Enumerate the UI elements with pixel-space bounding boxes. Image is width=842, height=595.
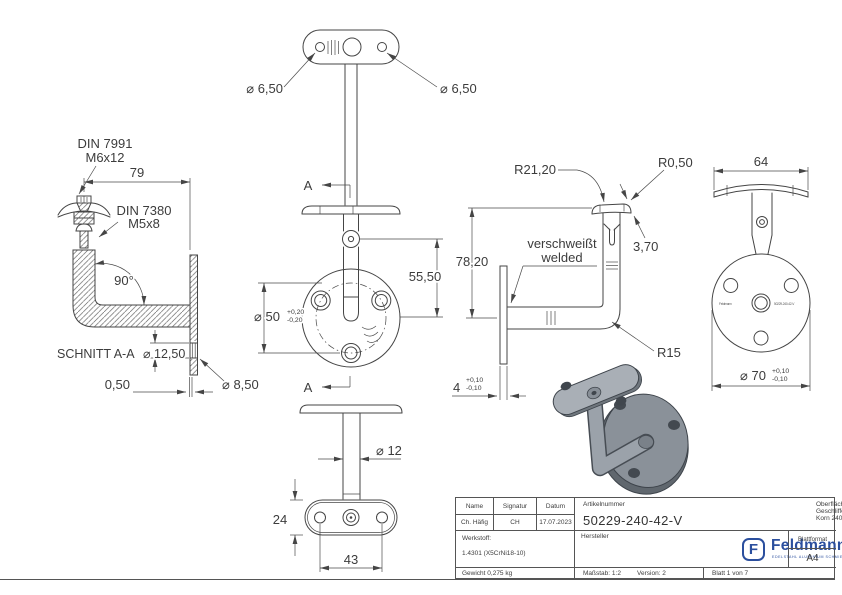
artikelnummer-value: 50229-240-42-V bbox=[583, 513, 683, 528]
feldmann-logo-tagline: EDELSTAHL ALUMINIUM SCHMIEDEEISEN bbox=[772, 555, 842, 559]
dim-plate-dia-tol-minus: -0,10 bbox=[772, 376, 788, 383]
wall-plate-front bbox=[301, 268, 401, 368]
blattformat-cell: Blattformat A4 bbox=[789, 531, 836, 568]
dim-edge-radius: R0,50 bbox=[658, 155, 693, 170]
werkstoff-label: Werkstoff: bbox=[462, 535, 492, 542]
value-signatur: CH bbox=[494, 515, 537, 531]
section-mark-top: A bbox=[304, 178, 313, 193]
dim-post-dia: ⌀ 12 bbox=[376, 443, 402, 458]
plate-holes-rear bbox=[723, 278, 799, 346]
screw-top-standard: DIN 7991 bbox=[78, 136, 133, 151]
blattformat-label: Blattformat bbox=[789, 531, 836, 549]
dim-hole-left: ⌀ 6,50 bbox=[246, 81, 283, 96]
werkstoff-value: 1.4301 (X5CrNi18-10) bbox=[462, 550, 526, 557]
dim-plate-dia: ⌀ 70 bbox=[740, 368, 766, 383]
dim-bend-radius: R15 bbox=[657, 345, 681, 360]
pivot-slot bbox=[609, 228, 615, 246]
wall-plate-side bbox=[499, 265, 508, 365]
rear-view: 64 Feldmann 50229-240-42-V ⌀ 70 +0,10 -0… bbox=[711, 154, 811, 391]
section-title: SCHNITT A-A bbox=[57, 347, 135, 361]
dim-plate-tol-minus: -0,10 bbox=[466, 385, 482, 392]
dim-pivot-height: 55,50 bbox=[409, 269, 442, 284]
header-datum: Datum bbox=[537, 498, 575, 515]
saddle-rear bbox=[713, 184, 809, 198]
massstab-cell: Maßstab: 1:2 Version: 2 bbox=[575, 568, 704, 579]
dim-saddle-thickness: 3,70 bbox=[633, 239, 658, 254]
front-view: A A ⌀ 50 +0,20 -0,20 bbox=[252, 178, 443, 395]
blatt-value: Blatt 1 von 7 bbox=[712, 570, 749, 577]
dim-plate-tol-plus: +0,10 bbox=[466, 377, 483, 384]
gewicht-value: Gewicht 0,275 kg bbox=[462, 570, 513, 577]
isometric-view bbox=[552, 364, 689, 495]
dim-bolt-circle-tol-minus: -0,20 bbox=[287, 317, 303, 324]
dim-bolt-circle-tol-plus: +0,20 bbox=[287, 309, 304, 316]
dim-bolt-circle: ⌀ 50 bbox=[254, 309, 280, 324]
feldmann-logo-icon: F bbox=[742, 538, 765, 561]
version-value: Version: 2 bbox=[637, 570, 666, 577]
blattformat-value: A4 bbox=[806, 552, 819, 564]
section-mark-bottom: A bbox=[304, 380, 313, 395]
header-name: Name bbox=[456, 498, 494, 515]
bottom-view: ⌀ 12 24 43 bbox=[273, 404, 403, 572]
gewicht-cell: Gewicht 0,275 kg bbox=[456, 568, 575, 579]
weld-note-de: verschweißt bbox=[527, 236, 597, 251]
value-name: Ch. Häfig bbox=[456, 515, 494, 531]
weld-marks bbox=[546, 261, 618, 325]
dim-total-height: 78,20 bbox=[456, 254, 489, 269]
dim-plate-dia-tol-plus: +0,10 bbox=[772, 368, 789, 375]
engraving-article: 50229-240-42-V bbox=[774, 302, 795, 306]
grind-marks bbox=[327, 40, 339, 55]
weld-note-en: welded bbox=[540, 250, 582, 265]
dim-hole-spacing: 43 bbox=[344, 552, 358, 567]
dim-countersink: ⌀ 12,50 bbox=[143, 347, 185, 361]
screw-top-size: M6x12 bbox=[85, 150, 124, 165]
dim-hole: ⌀ 8,50 bbox=[222, 377, 259, 392]
plate-holes bbox=[310, 290, 392, 363]
bracket-arm-section bbox=[72, 249, 191, 328]
dim-saddle-width: 64 bbox=[754, 154, 768, 169]
massstab-value: Maßstab: 1:2 bbox=[583, 570, 621, 577]
werkstoff-cell: Werkstoff: 1.4301 (X5CrNi18-10) bbox=[456, 531, 575, 568]
dim-arm-length: 79 bbox=[130, 165, 144, 180]
wall-plate-rear bbox=[711, 253, 811, 353]
artikelnummer-label: Artikelnummer bbox=[583, 501, 625, 508]
oberflaeche-note: Oberfläche: Geschliffen Korn 240 bbox=[816, 501, 842, 522]
feldmann-logo-name: Feldmann bbox=[771, 537, 842, 554]
screw-side-size: M5x8 bbox=[128, 216, 160, 231]
engraving-brand: Feldmann bbox=[719, 302, 732, 306]
dim-angle: 90° bbox=[114, 273, 134, 288]
header-signatur: Signatur bbox=[494, 498, 537, 515]
top-view: ⌀ 6,50 ⌀ 6,50 bbox=[246, 29, 477, 206]
pivot-boss bbox=[342, 230, 360, 248]
dim-plate-thickness: 4 bbox=[453, 380, 460, 395]
artikel-cell: Artikelnummer Oberfläche: Geschliffen Ko… bbox=[575, 498, 842, 531]
button-screw-head bbox=[75, 223, 93, 232]
dim-saddle-depth: 24 bbox=[273, 512, 287, 527]
dim-step: 0,50 bbox=[105, 377, 130, 392]
title-block: Name Signatur Datum Ch. Häfig CH 17.07.2… bbox=[455, 497, 842, 579]
section-view: DIN 7991 M6x12 DIN 7380 M5x8 79 90° SCHN… bbox=[57, 136, 259, 397]
value-datum: 17.07.2023 bbox=[537, 515, 575, 531]
hersteller-label: Hersteller bbox=[581, 533, 609, 540]
blatt-cell: Blatt 1 von 7 bbox=[704, 568, 836, 579]
screw-side-standard: DIN 7380 bbox=[117, 203, 172, 218]
surface-marks bbox=[361, 325, 381, 343]
wall-plate-section bbox=[189, 254, 198, 376]
side-view: R21,20 R0,50 3,70 78,20 verschweißt weld… bbox=[452, 155, 693, 400]
pivot-rear bbox=[756, 216, 768, 228]
hersteller-cell: Hersteller F Feldmann EDELSTAHL ALUMINIU… bbox=[575, 531, 842, 568]
dim-hole-right: ⌀ 6,50 bbox=[440, 81, 477, 96]
dim-saddle-radius: R21,20 bbox=[514, 162, 556, 177]
